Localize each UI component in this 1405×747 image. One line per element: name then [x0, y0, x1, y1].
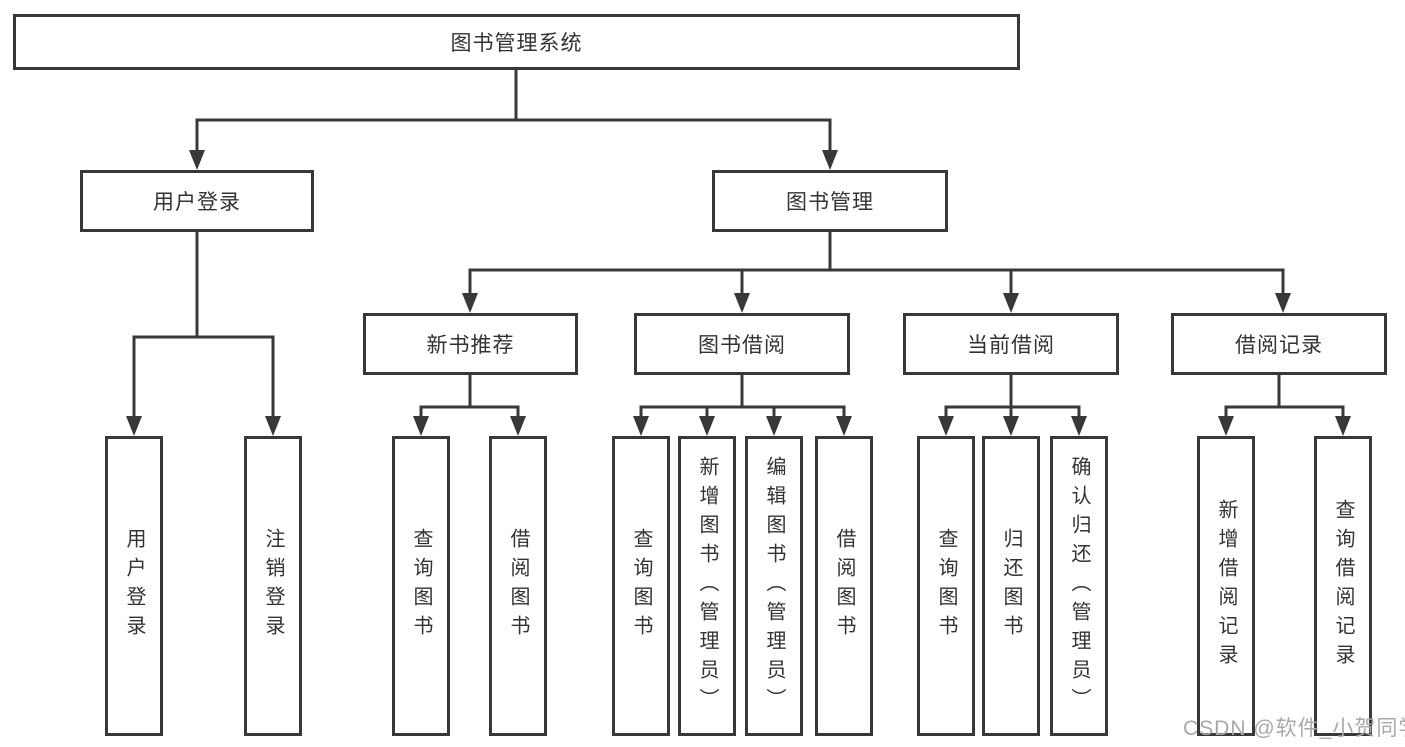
node-root-label: 图书管理系统 [450, 32, 583, 55]
connector-book-borrow-to-leaves [633, 375, 852, 436]
leaf-return-books: 归还图书 [982, 436, 1040, 736]
leaf-user-login-label: 用户登录 [123, 528, 145, 644]
leaf-edit-books-admin-label: 编辑图书（管理员） [763, 455, 785, 717]
node-borrow-record: 借阅记录 [1171, 313, 1387, 375]
leaf-query-books-rec-label: 查询图书 [410, 528, 432, 644]
leaf-add-books-admin-label: 新增图书（管理员） [696, 455, 718, 717]
leaf-query-books-current-label: 查询图书 [935, 528, 957, 644]
node-user-login-label: 用户登录 [153, 191, 241, 214]
leaf-return-books-label: 归还图书 [1000, 528, 1022, 644]
leaf-edit-books-admin: 编辑图书（管理员） [745, 436, 803, 736]
node-new-book-rec: 新书推荐 [363, 313, 578, 375]
node-borrow-record-label: 借阅记录 [1235, 334, 1323, 357]
leaf-borrow-books-label: 借阅图书 [833, 528, 855, 644]
watermark: CSDN @软件_小贺同学 [1183, 717, 1405, 740]
leaf-user-login: 用户登录 [105, 436, 163, 736]
connector-borrow-record-to-leaves [1218, 375, 1351, 436]
leaf-query-books-borrow: 查询图书 [612, 436, 670, 736]
node-current-borrow-label: 当前借阅 [967, 334, 1055, 357]
connector-book-mgmt-to-level3 [462, 232, 1291, 313]
leaf-query-books-rec: 查询图书 [392, 436, 450, 736]
leaf-query-borrow-record: 查询借阅记录 [1314, 436, 1372, 736]
leaf-query-books-current: 查询图书 [917, 436, 975, 736]
node-new-book-rec-label: 新书推荐 [426, 334, 515, 357]
connector-root-to-level2 [189, 70, 838, 170]
leaf-borrow-books-rec-label: 借阅图书 [507, 528, 529, 644]
connector-user-login-to-leaves [126, 232, 281, 436]
leaf-confirm-return-admin-label: 确认归还（管理员） [1068, 455, 1090, 717]
leaf-confirm-return-admin: 确认归还（管理员） [1050, 436, 1108, 736]
leaf-borrow-books: 借阅图书 [815, 436, 873, 736]
leaf-query-books-borrow-label: 查询图书 [630, 528, 652, 644]
leaf-borrow-books-rec: 借阅图书 [489, 436, 547, 736]
leaf-logout: 注销登录 [244, 436, 302, 736]
leaf-add-books-admin: 新增图书（管理员） [678, 436, 736, 736]
node-root: 图书管理系统 [13, 14, 1020, 70]
node-book-mgmt-label: 图书管理 [786, 191, 874, 214]
connector-new-book-rec-to-leaves [413, 375, 526, 436]
leaf-query-borrow-record-label: 查询借阅记录 [1332, 499, 1354, 673]
node-current-borrow: 当前借阅 [903, 313, 1119, 375]
node-book-borrow: 图书借阅 [634, 313, 850, 375]
leaf-logout-label: 注销登录 [262, 528, 284, 644]
leaf-add-borrow-record: 新增借阅记录 [1197, 436, 1255, 736]
node-book-borrow-label: 图书借阅 [698, 334, 786, 357]
node-book-mgmt: 图书管理 [712, 170, 948, 232]
connector-current-borrow-to-leaves [938, 375, 1087, 436]
node-user-login: 用户登录 [80, 170, 314, 232]
leaf-add-borrow-record-label: 新增借阅记录 [1215, 499, 1237, 673]
